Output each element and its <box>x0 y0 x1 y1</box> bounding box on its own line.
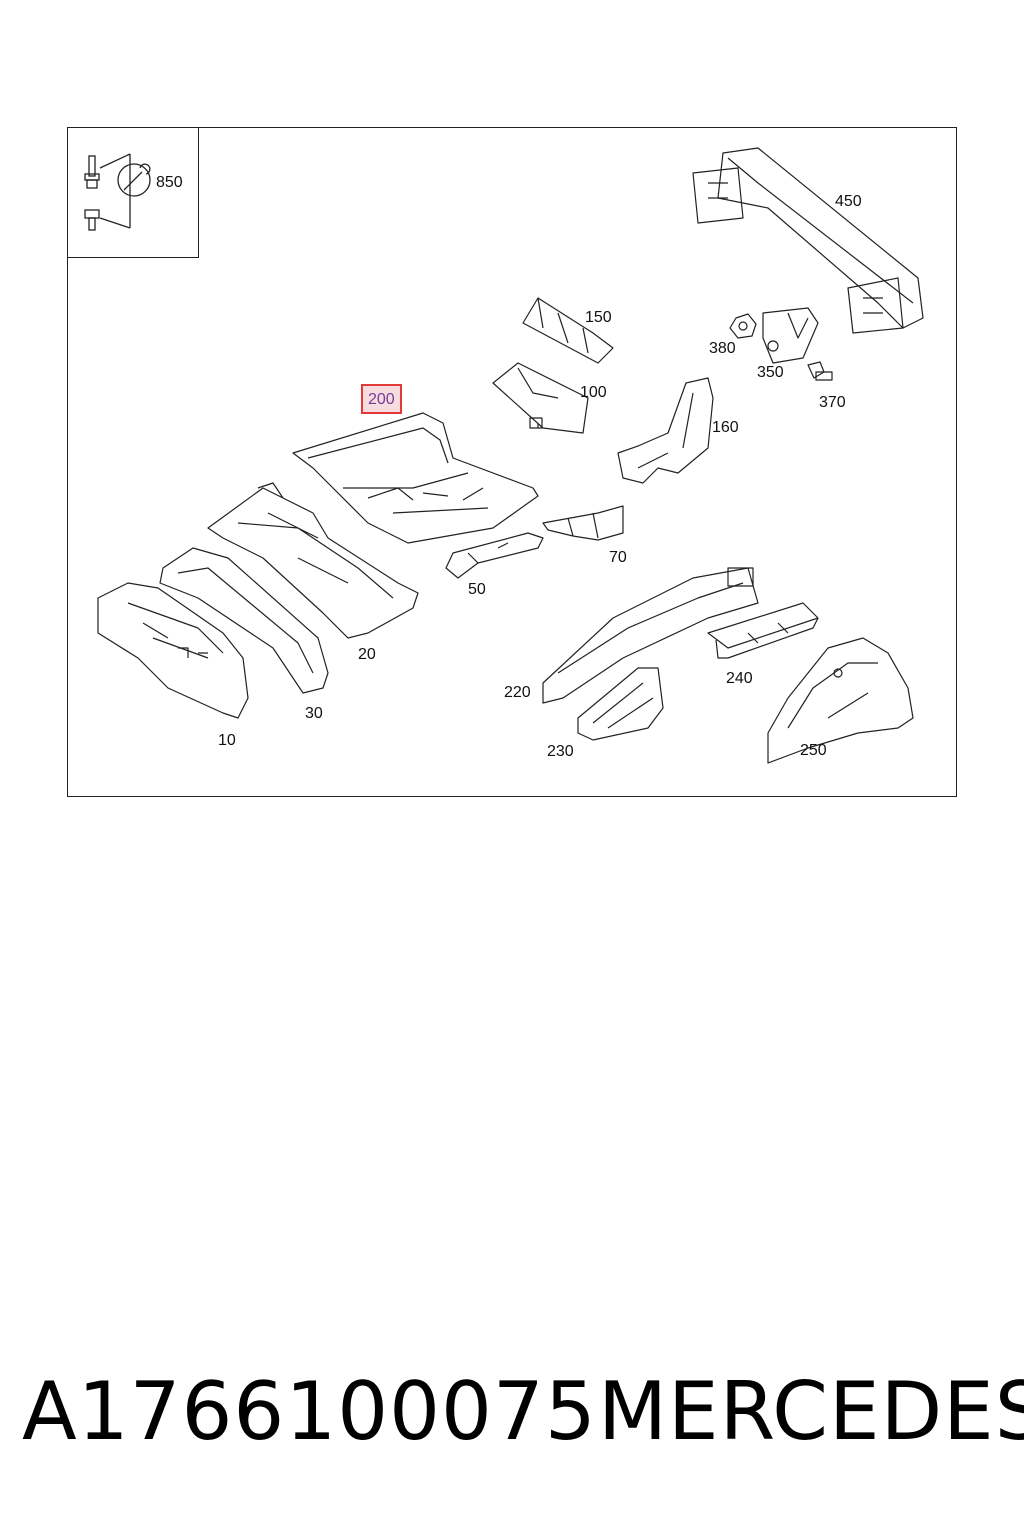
callout-100: 100 <box>580 384 607 401</box>
part-380-nut <box>729 313 757 339</box>
callout-20: 20 <box>358 646 376 663</box>
callout-850: 850 <box>156 174 183 191</box>
legend-box: 850 <box>68 128 199 258</box>
part-450-bumper-beam <box>692 147 924 334</box>
part-250-wheelhouse <box>767 637 914 764</box>
callout-70: 70 <box>609 549 627 566</box>
callout-240: 240 <box>726 670 753 687</box>
brand-name: MERCEDES <box>598 1365 1024 1458</box>
exploded-parts-drawing <box>97 147 924 764</box>
callout-380: 380 <box>709 340 736 357</box>
part-200-floor-pan <box>292 412 539 544</box>
part-number: A1766100075 <box>22 1365 597 1458</box>
part-240-cross-member <box>707 602 819 659</box>
part-10-dash-panel <box>97 582 249 719</box>
callout-10: 10 <box>218 732 236 749</box>
part-70-bracket <box>542 505 624 541</box>
part-220-member <box>542 567 759 704</box>
part-100-bracket <box>492 362 589 434</box>
callout-150: 150 <box>585 309 612 326</box>
callout-200[interactable]: 200 <box>361 384 402 414</box>
part-230-bracket <box>577 667 664 741</box>
callout-250: 250 <box>800 742 827 759</box>
part-150-bracket <box>522 297 614 364</box>
callout-220: 220 <box>504 684 531 701</box>
callout-160: 160 <box>712 419 739 436</box>
callout-30: 30 <box>305 705 323 722</box>
part-20-front-floor <box>207 482 419 639</box>
callout-230: 230 <box>547 743 574 760</box>
part-50-bracket <box>445 532 544 579</box>
part-30-sill <box>159 547 329 694</box>
callout-370: 370 <box>819 394 846 411</box>
part-370-bolt <box>807 361 833 381</box>
part-160-side-rail <box>617 377 714 484</box>
callout-50: 50 <box>468 581 486 598</box>
callout-450: 450 <box>835 193 862 210</box>
bolt-wrench-icon <box>84 153 151 231</box>
parts-diagram: 850 <box>67 127 957 797</box>
callout-350: 350 <box>757 364 784 381</box>
part-350-mount <box>762 307 819 364</box>
